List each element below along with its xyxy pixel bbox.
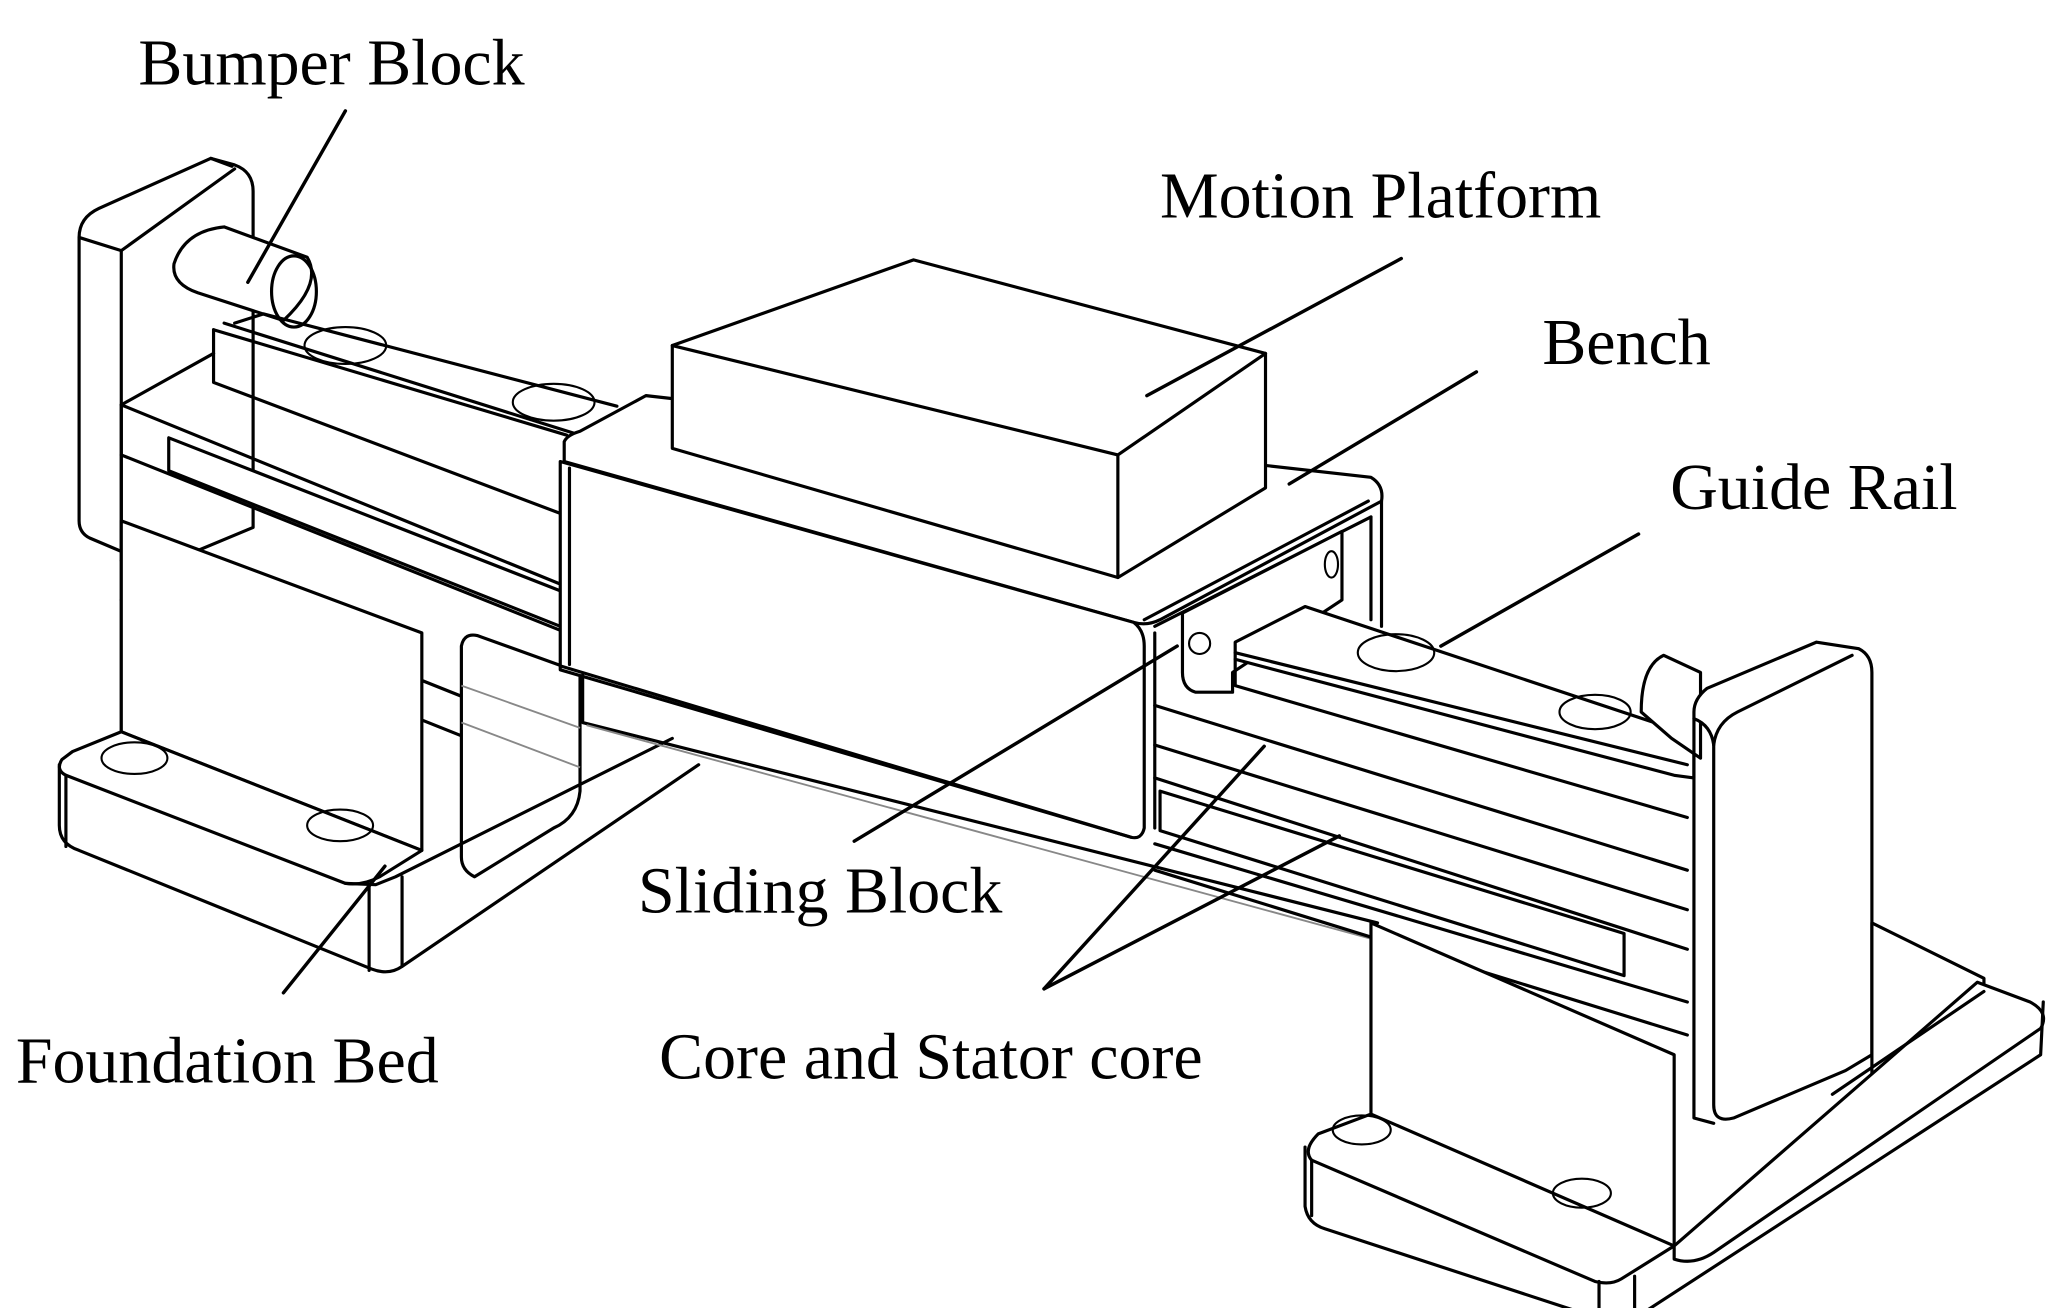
label-foundation-bed: Foundation Bed <box>16 1024 439 1097</box>
leader-core-1 <box>1042 744 1266 991</box>
bumper-block-left <box>172 225 318 329</box>
right-rail-section <box>1153 604 1696 1037</box>
leader-foundation-bed <box>281 864 387 995</box>
left-foundation-bed <box>57 519 701 974</box>
label-sliding-block: Sliding Block <box>638 854 1002 927</box>
motion-platform <box>670 258 1268 580</box>
left-end-plate <box>77 156 255 569</box>
label-bumper-block: Bumper Block <box>138 27 524 100</box>
label-bench: Bench <box>1542 306 1710 379</box>
labels: Bumper Block Motion Platform Bench Guide… <box>16 27 1958 1098</box>
right-end-plate <box>1639 640 1874 1125</box>
leader-guide-rail <box>1439 532 1641 648</box>
leader-sliding-block <box>852 644 1179 843</box>
right-foundation-bed <box>1303 921 2046 1308</box>
label-core-stator: Core and Stator core <box>659 1020 1203 1093</box>
leader-lines <box>246 109 1641 995</box>
label-guide-rail: Guide Rail <box>1670 451 1957 524</box>
leader-core-2 <box>1042 834 1342 991</box>
label-motion-platform: Motion Platform <box>1160 160 1601 233</box>
leader-motion-platform <box>1145 256 1404 398</box>
leader-bench <box>1287 370 1479 486</box>
leader-bumper-block <box>246 109 348 284</box>
